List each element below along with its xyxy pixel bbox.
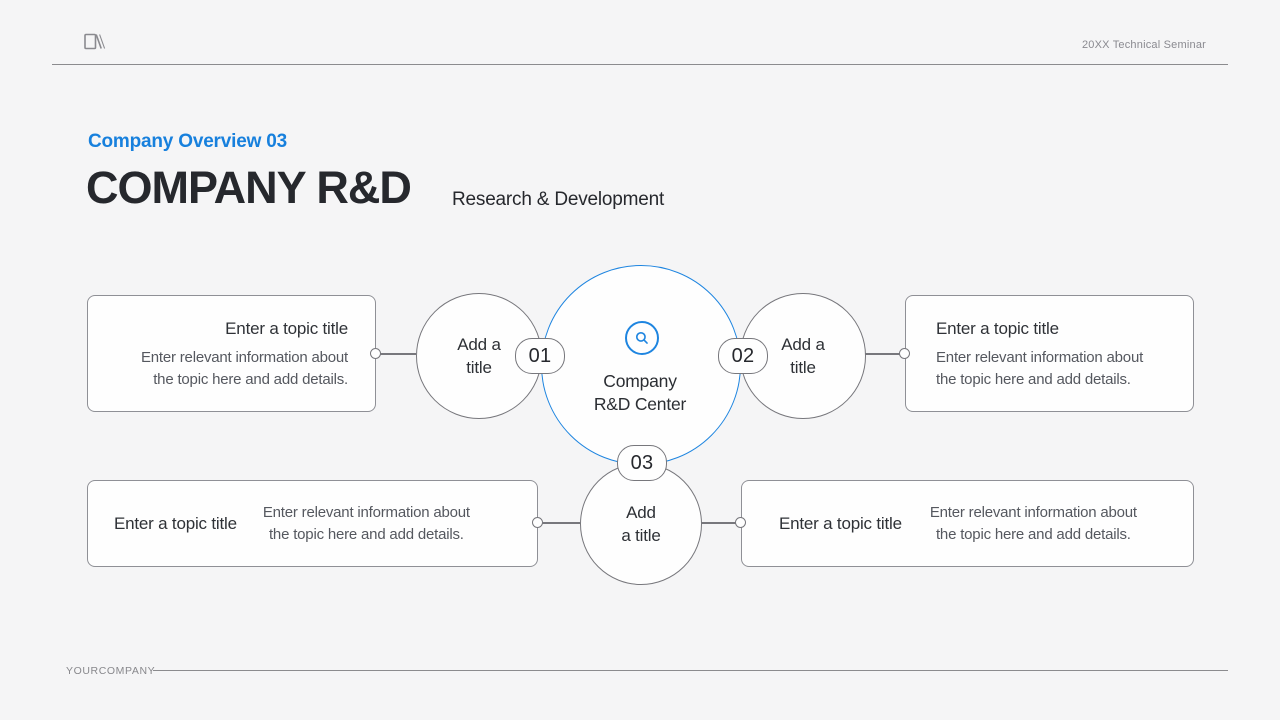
connector-node-top-right: [899, 348, 910, 359]
center-hub-label: Company R&D Center: [593, 371, 687, 414]
topic-box-bottom-left: Enter a topic title Enter relevant infor…: [87, 480, 538, 567]
connector-top-left: [376, 353, 416, 355]
topic-title: Enter a topic title: [779, 513, 902, 533]
topic-title: Enter a topic title: [225, 319, 348, 338]
satellite-label: Add a title: [621, 503, 661, 545]
header-divider: [52, 64, 1228, 65]
topic-title: Enter a topic title: [936, 319, 1059, 338]
topic-body: Enter relevant information about the top…: [262, 504, 470, 543]
satellite-label: Add a title: [457, 335, 501, 377]
page-title: COMPANY R&D: [86, 162, 412, 213]
page-subtitle: Research & Development: [452, 189, 665, 210]
footer-divider: [153, 670, 1228, 671]
number-badge-01: 01: [515, 338, 565, 374]
number-badge-03: 03: [617, 445, 667, 481]
connector-node-top-left: [370, 348, 381, 359]
footer-company-name: YOURCOMPANY: [66, 665, 156, 677]
event-title: 20XX Technical Seminar: [1081, 39, 1206, 51]
connector-node-bottom-right: [735, 517, 746, 528]
connector-bottom-right: [700, 522, 742, 524]
center-hub-circle: [541, 265, 741, 465]
satellite-circle-bottom: Add a title: [580, 463, 702, 585]
topic-box-bottom-right: Enter a topic title Enter relevant infor…: [741, 480, 1194, 567]
topic-title: Enter a topic title: [114, 513, 237, 533]
search-icon: [625, 321, 659, 355]
satellite-label: Add a title: [781, 335, 825, 377]
number-badge-02: 02: [718, 338, 768, 374]
connector-bottom-left: [538, 522, 580, 524]
section-label: Company Overview 03: [88, 131, 287, 152]
connector-top-right: [864, 353, 905, 355]
brand-logo-icon: [84, 33, 108, 51]
topic-body: Enter relevant information about the top…: [929, 504, 1137, 543]
topic-body: Enter relevant information about the top…: [140, 349, 348, 388]
topic-body: Enter relevant information about the top…: [936, 349, 1144, 388]
topic-box-top-left: Enter a topic title Enter relevant infor…: [87, 295, 376, 412]
topic-box-top-right: Enter a topic title Enter relevant infor…: [905, 295, 1194, 412]
connector-node-bottom-left: [532, 517, 543, 528]
